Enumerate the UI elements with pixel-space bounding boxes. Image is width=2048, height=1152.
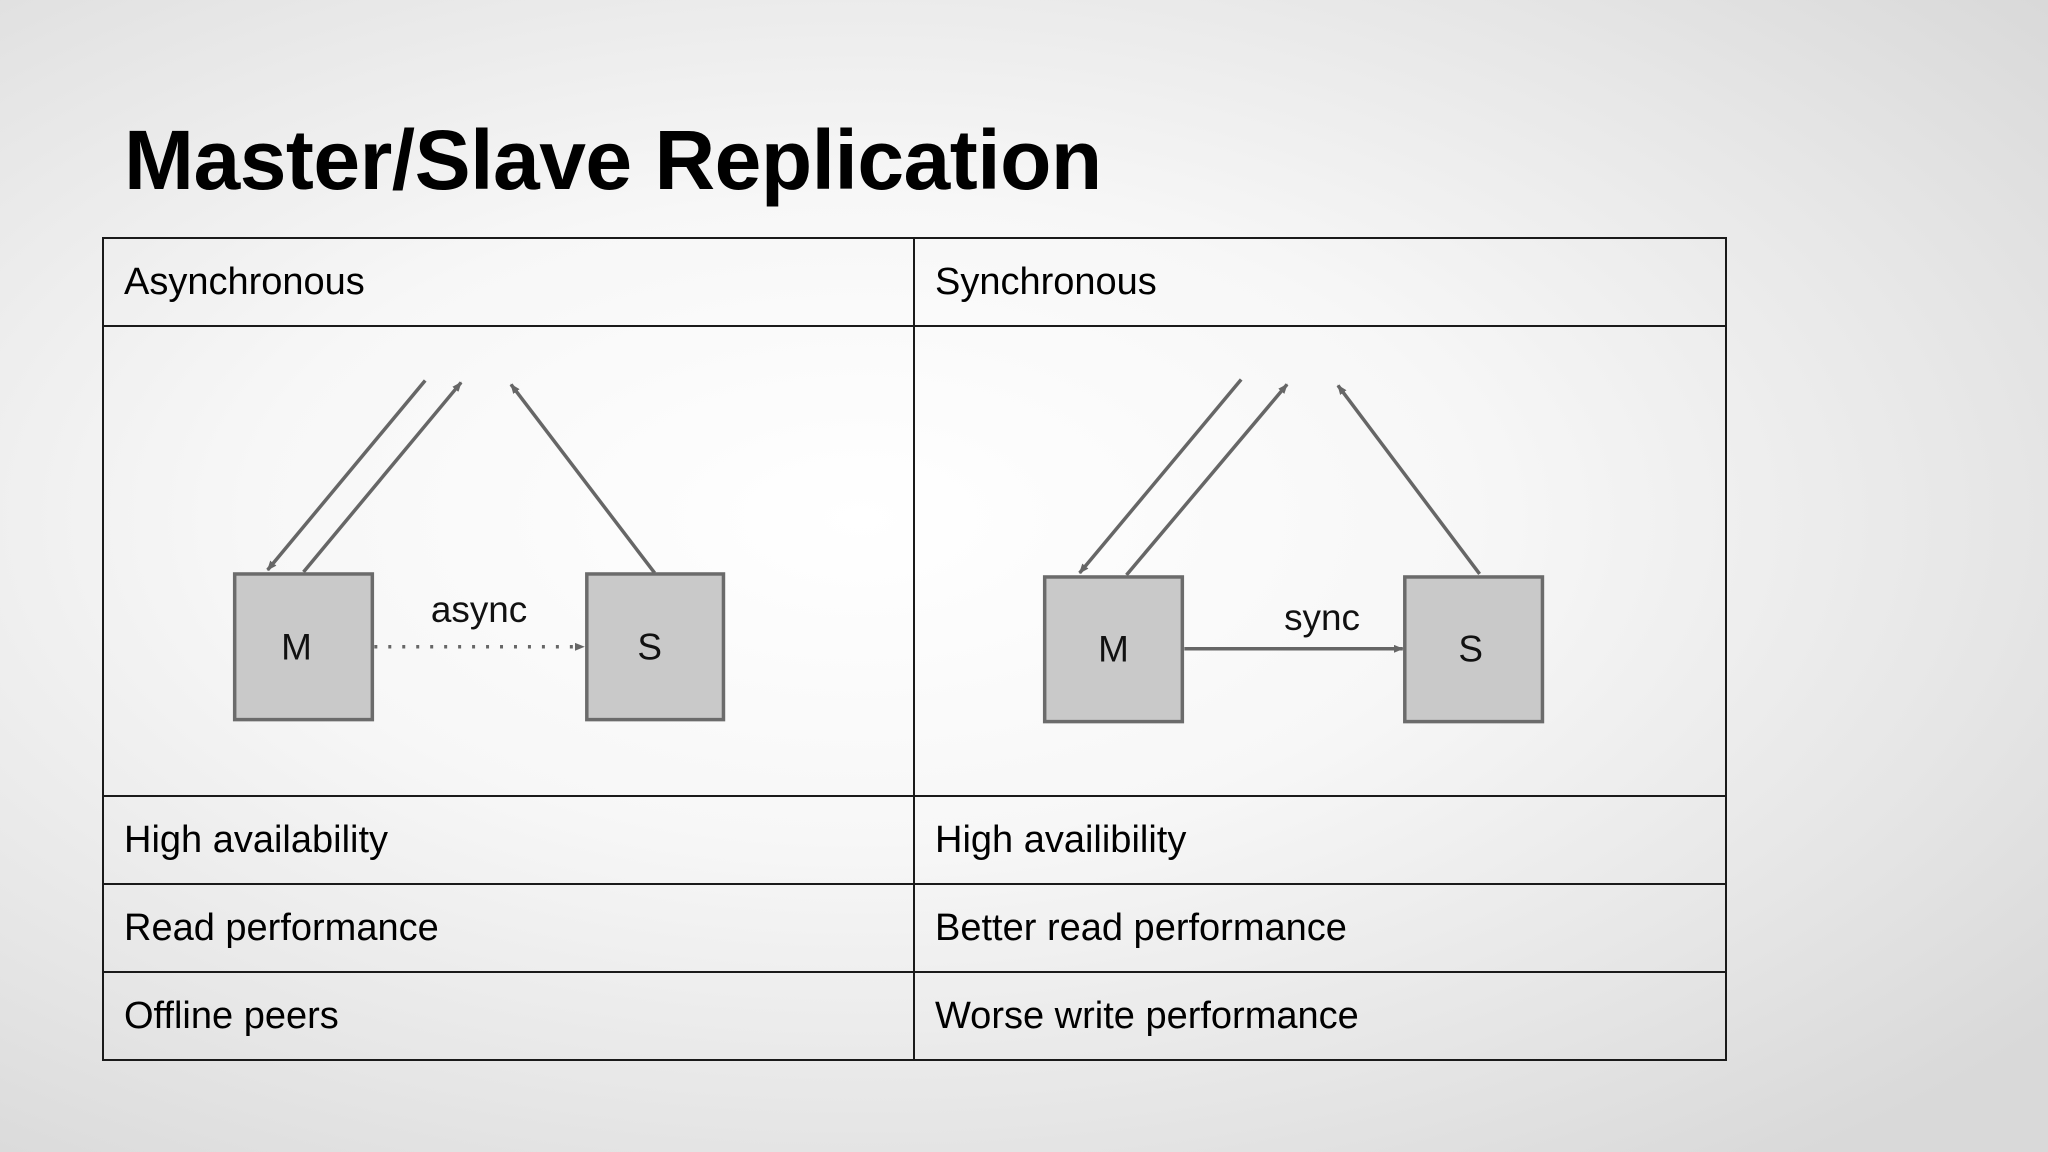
master-node	[232, 572, 375, 722]
async-replication-diagram: M S async	[232, 379, 726, 722]
sync-read-performance-cell: Better read performance	[913, 883, 1727, 973]
sync-replication-diagram: M S sync	[1042, 378, 1545, 724]
client-write-arrow	[266, 379, 427, 572]
async-link-label: async	[431, 589, 527, 630]
table-row: Read performance Better read performance	[102, 883, 1727, 973]
async-offline-peers-cell: Offline peers	[102, 971, 915, 1061]
header-synchronous: Synchronous	[913, 237, 1727, 327]
async-availability-cell: High availability	[102, 795, 915, 885]
table-row: Offline peers Worse write performance	[102, 971, 1727, 1061]
diagram-row: M S async	[102, 325, 1727, 797]
sync-link-label: sync	[1284, 597, 1360, 638]
async-read-performance-cell: Read performance	[102, 883, 915, 973]
sync-availability-cell: High availibility	[913, 795, 1727, 885]
slave-read-arrow	[1336, 384, 1482, 576]
client-write-arrow	[1078, 378, 1243, 575]
slave-node	[1403, 575, 1545, 724]
comparison-table: Asynchronous Synchronous M S	[102, 237, 1727, 1061]
slave-node-label: S	[1458, 629, 1483, 670]
slide-title: Master/Slave Replication	[124, 113, 1102, 207]
master-node-label: M	[281, 627, 312, 668]
master-node	[1042, 575, 1185, 724]
sync-write-performance-cell: Worse write performance	[913, 971, 1727, 1061]
async-diagram-cell: M S async	[102, 325, 915, 797]
master-response-arrow	[302, 381, 463, 574]
table-row: High availability High availibility	[102, 795, 1727, 885]
header-asynchronous: Asynchronous	[102, 237, 915, 327]
slave-node	[585, 572, 726, 722]
master-response-arrow	[1125, 383, 1289, 577]
sync-diagram-cell: M S sync	[913, 325, 1727, 797]
slave-node-label: S	[637, 627, 662, 668]
table-header-row: Asynchronous Synchronous	[102, 237, 1727, 327]
slave-read-arrow	[509, 383, 657, 575]
master-node-label: M	[1098, 629, 1129, 670]
